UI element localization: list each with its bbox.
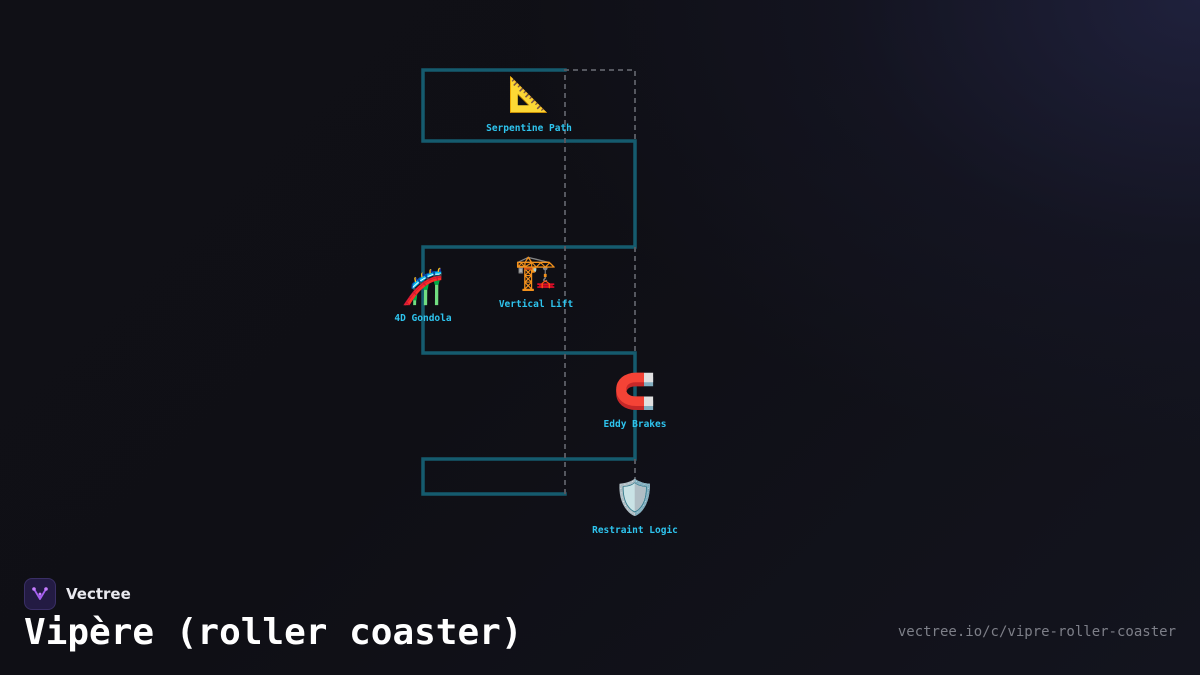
node-label: Vertical Lift [499, 299, 573, 310]
brand: Vectree [24, 577, 131, 611]
construction-crane-icon: 🏗️ [515, 253, 557, 293]
node-label: Restraint Logic [592, 525, 678, 536]
dashed-guide-path [564, 69, 636, 494]
node-vertical-lift[interactable]: 🏗️ Vertical Lift [499, 253, 573, 310]
node-label: Eddy Brakes [604, 419, 667, 430]
node-4d-gondola[interactable]: 🎢 4D Gondola [394, 267, 451, 324]
node-serpentine-path[interactable]: 📐 Serpentine Path [486, 75, 572, 134]
source-url[interactable]: vectree.io/c/vipre-roller-coaster [897, 624, 1176, 640]
triangular-ruler-icon: 📐 [508, 75, 550, 115]
magnet-icon: 🧲 [614, 372, 656, 412]
brand-name: Vectree [66, 585, 131, 603]
serpentine-track-line [421, 68, 637, 496]
node-eddy-brakes[interactable]: 🧲 Eddy Brakes [604, 372, 667, 430]
node-restraint-logic[interactable]: 🛡️ Restraint Logic [592, 478, 678, 536]
node-label: 4D Gondola [394, 313, 451, 324]
roller-coaster-icon: 🎢 [402, 267, 444, 307]
vectree-logo-icon [24, 578, 56, 610]
page-title: Vipère (roller coaster) [24, 612, 523, 653]
shield-icon: 🛡️ [614, 478, 656, 518]
node-label: Serpentine Path [486, 123, 572, 134]
